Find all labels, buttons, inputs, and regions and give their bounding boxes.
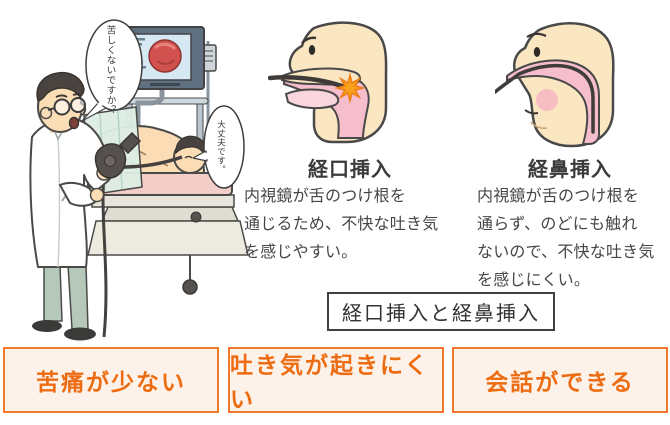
cheek-blush	[536, 89, 558, 111]
endoscope-through-nose	[495, 63, 595, 134]
oral-insertion-illustration	[268, 21, 388, 144]
speech-bubble-doctor	[81, 19, 143, 122]
tongue	[284, 88, 340, 110]
nasal-insertion-description: 内視鏡が舌のつけ根を 通らず、のどにも触れ ないので、不快な吐き気 を感じにくい…	[477, 188, 655, 289]
speech-bubble-patient	[192, 105, 245, 189]
endoscope-cable	[101, 176, 108, 338]
benefit-box-less-pain: 苦痛が少ない	[3, 347, 219, 413]
glasses	[53, 98, 71, 116]
doctor	[29, 71, 142, 341]
benefit-box-can-talk: 会話ができる	[452, 347, 668, 413]
doctor-hair	[36, 71, 85, 102]
nasal-insertion-illustration	[495, 22, 615, 148]
endoscope-tube	[121, 155, 183, 169]
endoscope-through-mouth	[268, 75, 345, 89]
doctor-patient-endoscopy-illustration	[29, 19, 249, 341]
benefit-box-less-nausea: 吐き気が起きにくい	[228, 347, 444, 413]
patient-speech-text: 大丈夫です。	[216, 120, 227, 174]
eye	[533, 47, 541, 57]
doctor-speech-text: 苦しくないですか？	[104, 25, 116, 115]
benefit-label: 吐き気が起きにくい	[230, 352, 430, 412]
chin-line	[530, 121, 548, 129]
oral-insertion-description: 内視鏡が舌のつけ根を 通じるため、不快な吐き気 を感じやすい。	[244, 188, 439, 261]
examination-bed	[87, 194, 249, 295]
mouth-closed	[524, 109, 539, 115]
nasal-passage	[506, 59, 600, 145]
benefit-label: 苦痛が少ない	[36, 369, 186, 395]
discomfort-starburst	[334, 72, 366, 104]
worried-eyebrow	[301, 36, 317, 44]
benefit-label: 会話ができる	[485, 369, 635, 395]
nasal-insertion-title: 経鼻挿入	[528, 159, 612, 181]
calm-eyebrow	[526, 32, 547, 38]
comparison-heading: 経口挿入と経鼻挿入	[327, 292, 555, 331]
eye	[308, 45, 316, 55]
doctor-hand	[89, 187, 105, 203]
oral-insertion-title: 経口挿入	[308, 159, 392, 181]
